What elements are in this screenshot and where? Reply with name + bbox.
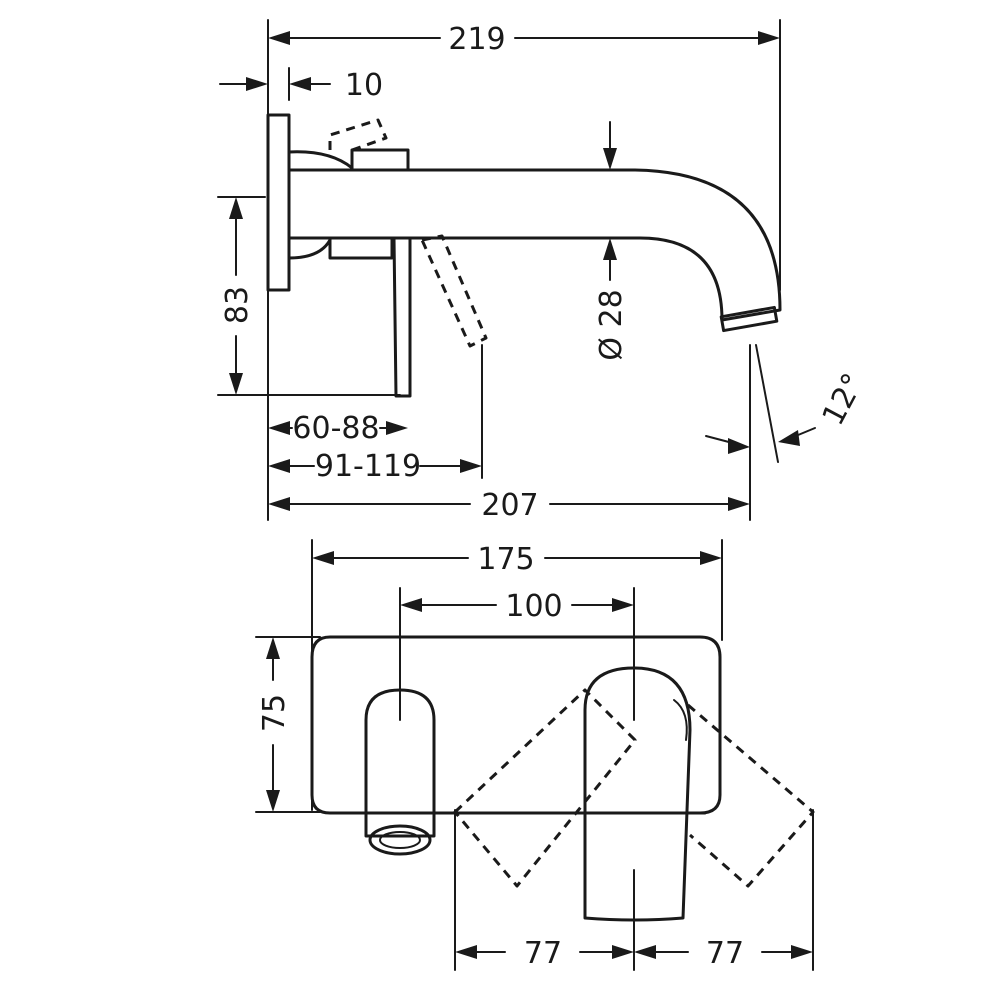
dim-175: 175: [477, 542, 534, 577]
dim-diameter-28: Ø 28: [594, 289, 629, 360]
lever-knob-end: [368, 824, 432, 856]
wall-plate: [266, 113, 291, 292]
dim-83: 83: [220, 286, 255, 324]
spout-aerator: [719, 305, 779, 333]
dim-angle-12: 12°: [816, 368, 872, 431]
lever-handle: [392, 236, 412, 398]
side-view: 219 10 83 Ø 28 12° 60-88: [217, 19, 872, 523]
spout: [287, 168, 782, 322]
lever-alt-position-down: [420, 234, 488, 348]
spout-swing-left: [453, 688, 637, 888]
dim-75: 75: [257, 694, 292, 732]
dim-60-88: 60-88: [292, 411, 379, 446]
spout-front: [583, 666, 692, 922]
dim-219: 219: [448, 22, 505, 57]
lever-alt-position-up: [328, 118, 388, 152]
dim-77-right: 77: [706, 936, 744, 971]
dim-91-119: 91-119: [315, 449, 421, 484]
dim-77-left: 77: [524, 936, 562, 971]
dim-207: 207: [481, 488, 538, 523]
front-view: 175 100 75 77 77: [255, 539, 815, 971]
lever-knob: [364, 688, 436, 838]
dim-100: 100: [505, 589, 562, 624]
cover-plate: [310, 635, 722, 815]
spout-swing-right: [687, 703, 815, 888]
dim-10: 10: [345, 68, 383, 103]
